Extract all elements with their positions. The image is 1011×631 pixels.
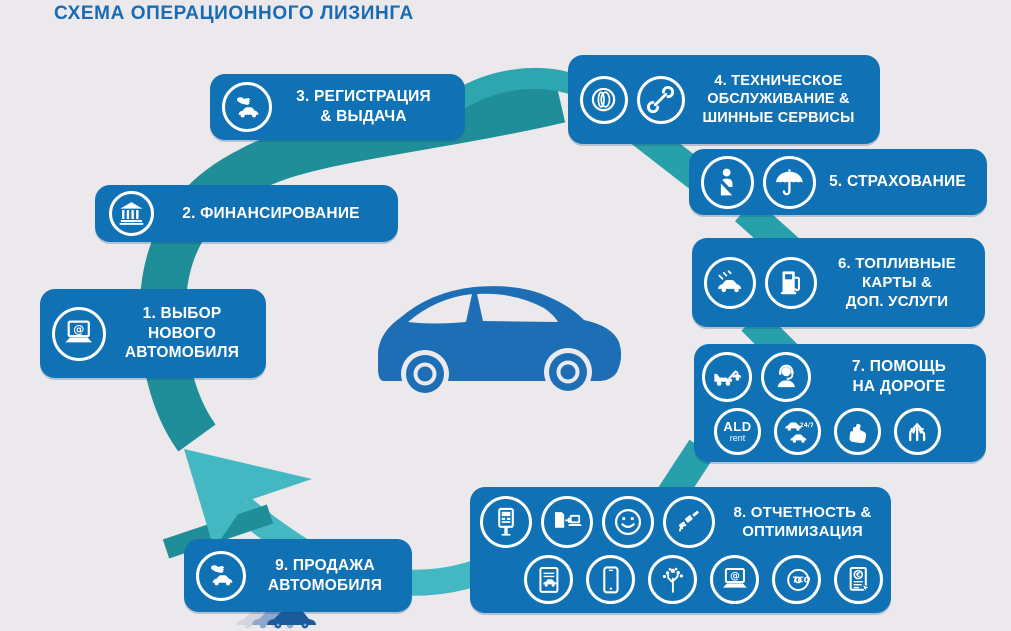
step-4-box: 4. ТЕХНИЧЕСКОЕ ОБСЛУЖИВАНИЕ & ШИННЫЕ СЕР… bbox=[568, 55, 880, 144]
svg-text:@: @ bbox=[73, 323, 84, 336]
step-4-icons bbox=[580, 75, 685, 124]
tire-icon bbox=[580, 75, 628, 124]
car-illustration bbox=[378, 286, 622, 398]
step-2-label: 2. ФИНАНСИРОВАНИЕ bbox=[182, 204, 360, 222]
laptop-email-icon: @ bbox=[52, 306, 106, 361]
arrow-head-9-to-1 bbox=[184, 449, 312, 549]
step-8-box: 8. ОТЧЕТНОСТЬ & ОПТИМИЗАЦИЯ @ TCO € bbox=[470, 487, 891, 613]
car-body-group bbox=[378, 286, 622, 398]
umbrella-icon bbox=[763, 155, 816, 209]
bank-icon bbox=[109, 191, 154, 236]
step-1-label: 1. ВЫБОР НОВОГО АВТОМОБИЛЯ bbox=[124, 304, 240, 362]
key-handover-icon bbox=[222, 82, 272, 132]
step-3-label: 3. РЕГИСТРАЦИЯ & ВЫДАЧА bbox=[296, 88, 431, 125]
satellite-icon bbox=[663, 496, 715, 548]
doc-euro-icon: € bbox=[834, 555, 883, 604]
connector-3-4 bbox=[452, 68, 582, 110]
wrench-icon bbox=[637, 75, 685, 124]
smartphone-icon bbox=[586, 555, 635, 604]
step-8-icons-top bbox=[480, 496, 715, 548]
step-5-icons bbox=[701, 155, 816, 209]
route-arrows-icon bbox=[894, 407, 941, 455]
svg-text:€: € bbox=[855, 571, 861, 579]
doc-car-icon bbox=[524, 555, 573, 604]
cars-247-icon: 24/7 bbox=[774, 407, 821, 455]
key-handover-icon bbox=[196, 550, 246, 601]
hand-help-icon bbox=[834, 407, 881, 455]
step-4-label: 4. ТЕХНИЧЕСКОЕ ОБСЛУЖИВАНИЕ & ШИННЫЕ СЕР… bbox=[702, 72, 855, 126]
svg-text:24/7: 24/7 bbox=[800, 423, 813, 429]
step-3-icons bbox=[222, 82, 272, 132]
car-rear-wheel bbox=[401, 350, 449, 398]
step-5-label: 5. СТРАХОВАНИЕ bbox=[829, 173, 966, 191]
parking-meter-icon bbox=[480, 496, 532, 548]
tow-truck-icon bbox=[702, 351, 752, 402]
page-title: СХЕМА ОПЕРАЦИОННОГО ЛИЗИНГА bbox=[54, 3, 414, 24]
doc-transfer-icon bbox=[541, 496, 593, 548]
laptop-email-icon: @ bbox=[710, 555, 759, 604]
step-3-box: 3. РЕГИСТРАЦИЯ & ВЫДАЧА bbox=[210, 74, 465, 140]
smiley-icon bbox=[602, 496, 654, 548]
step-9-box: 9. ПРОДАЖА АВТОМОБИЛЯ bbox=[184, 539, 412, 612]
operator-icon bbox=[761, 351, 811, 402]
step-8-icons-bottom: @ TCO € bbox=[524, 555, 883, 604]
step-9-label: 9. ПРОДАЖА АВТОМОБИЛЯ bbox=[267, 556, 383, 594]
car-front-wheel bbox=[544, 348, 592, 396]
step-1-box: @ 1. ВЫБОР НОВОГО АВТОМОБИЛЯ bbox=[40, 289, 266, 378]
step-8-label: 8. ОТЧЕТНОСТЬ & ОПТИМИЗАЦИЯ bbox=[733, 503, 872, 540]
step-7-icons-top bbox=[702, 351, 811, 402]
fuel-pump-icon bbox=[765, 256, 817, 309]
step-5-box: 5. СТРАХОВАНИЕ bbox=[689, 149, 987, 215]
tco-disc-icon: TCO bbox=[772, 555, 821, 604]
step-2-box: 2. ФИНАНСИРОВАНИЕ bbox=[95, 185, 398, 242]
step-8-top-row: 8. ОТЧЕТНОСТЬ & ОПТИМИЗАЦИЯ bbox=[480, 496, 881, 548]
step-2-icons bbox=[109, 191, 154, 236]
step-7-top-row: 7. ПОМОЩЬ НА ДОРОГЕ bbox=[702, 351, 978, 402]
car-wash-icon bbox=[704, 256, 756, 309]
tree-icon bbox=[648, 555, 697, 604]
step-6-box: 6. ТОПЛИВНЫЕ КАРТЫ & ДОП. УСЛУГИ bbox=[692, 238, 985, 327]
step-6-icons bbox=[704, 256, 817, 309]
seatbelt-icon bbox=[701, 155, 754, 209]
step-7-label: 7. ПОМОЩЬ НА ДОРОГЕ bbox=[851, 357, 947, 395]
svg-text:@: @ bbox=[730, 571, 740, 582]
trail-cars-group bbox=[237, 610, 316, 629]
step-9-icons bbox=[196, 550, 246, 601]
step-1-icons: @ bbox=[52, 306, 106, 361]
step-6-label: 6. ТОПЛИВНЫЕ КАРТЫ & ДОП. УСЛУГИ bbox=[838, 254, 956, 311]
car-motion-trail bbox=[237, 610, 316, 629]
svg-text:TCO: TCO bbox=[792, 575, 810, 584]
